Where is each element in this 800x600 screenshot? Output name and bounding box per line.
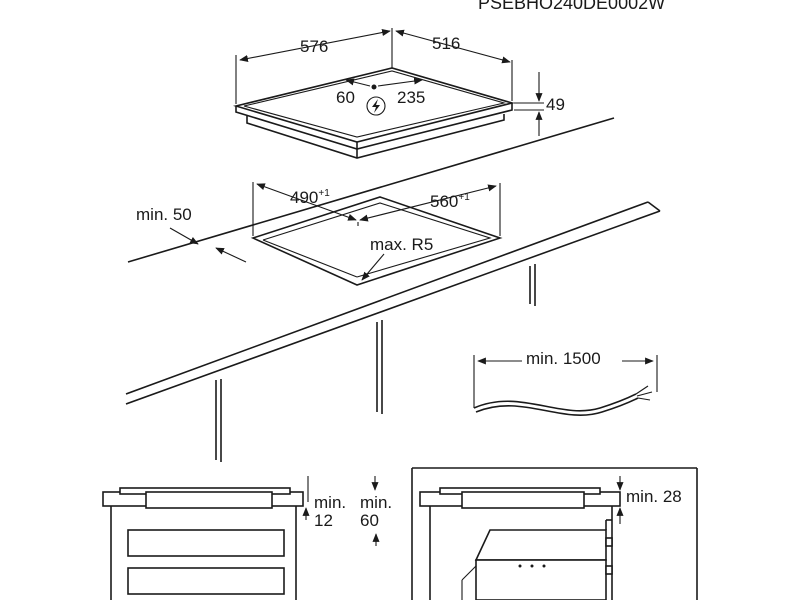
section-right-label: min. 28 xyxy=(626,487,682,506)
cutout-depth-value: 560 xyxy=(430,192,458,211)
hob-width-label: 576 xyxy=(300,37,328,56)
section-left-drawing xyxy=(102,476,380,600)
power-connection-icon xyxy=(366,96,386,116)
section-left-b-line1: min. xyxy=(360,493,392,512)
connection-position-dimension xyxy=(345,77,423,90)
hob-depth-dimension xyxy=(395,29,513,101)
cable-drawing xyxy=(473,355,658,416)
cutout-width-label: 490+1 xyxy=(290,188,330,207)
section-left-a-line1: min. xyxy=(314,493,346,512)
hob-width-dimension xyxy=(235,28,393,104)
hob-drawing xyxy=(232,67,516,159)
cable-length-label: min. 1500 xyxy=(526,349,601,368)
section-left-a-line2: 12 xyxy=(314,511,333,530)
cutout-width-value: 490 xyxy=(290,188,318,207)
hob-height-dimension xyxy=(514,72,544,136)
section-right-drawing xyxy=(411,467,698,600)
cutout-width-tol: +1 xyxy=(318,188,330,199)
conn-right-label: 235 xyxy=(397,88,425,107)
hob-height-label: 49 xyxy=(546,95,565,114)
wall-distance-label: min. 50 xyxy=(136,205,192,224)
cutout-depth-tol: +1 xyxy=(458,192,470,203)
wall-distance-dimension xyxy=(169,227,247,263)
radius-leader xyxy=(361,253,385,281)
section-left-b-line2: 60 xyxy=(360,511,379,530)
hob-depth-label: 516 xyxy=(432,34,460,53)
model-code: PSEBHO240DE0002W xyxy=(478,0,665,13)
cutout-depth-dimension xyxy=(359,183,501,236)
cutout-depth-label: 560+1 xyxy=(430,192,470,211)
cable-label-bg xyxy=(522,348,622,368)
cutout-width-dimension xyxy=(252,182,359,236)
conn-left-label: 60 xyxy=(336,88,355,107)
radius-label: max. R5 xyxy=(370,235,433,254)
